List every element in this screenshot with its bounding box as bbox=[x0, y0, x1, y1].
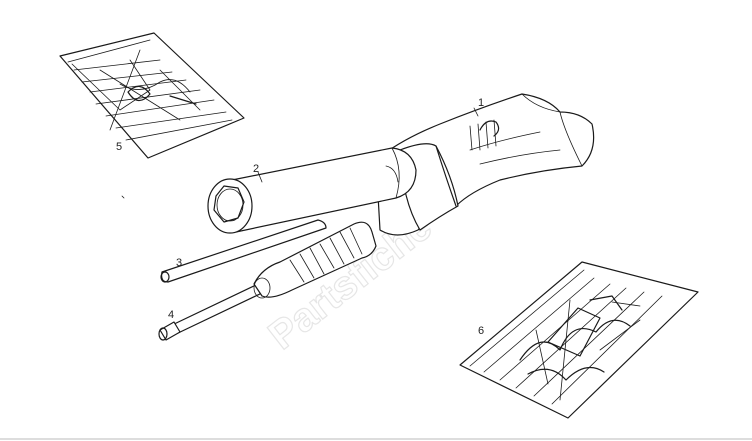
manual-booklet-part bbox=[59, 32, 245, 159]
callout-2: 2 bbox=[253, 163, 259, 175]
callout-1: 1 bbox=[478, 97, 484, 109]
callout-3: 3 bbox=[176, 257, 182, 269]
tommy-bar-part bbox=[160, 219, 327, 283]
tool-roll-part bbox=[375, 93, 595, 236]
callout-6: 6 bbox=[478, 325, 484, 337]
leader-lines bbox=[121, 107, 479, 199]
callout-4: 4 bbox=[168, 309, 174, 321]
instruction-sheet-part bbox=[459, 261, 699, 419]
box-spanner-part bbox=[207, 147, 417, 234]
callout-5: 5 bbox=[116, 141, 122, 153]
screwdriver-part bbox=[158, 221, 377, 341]
